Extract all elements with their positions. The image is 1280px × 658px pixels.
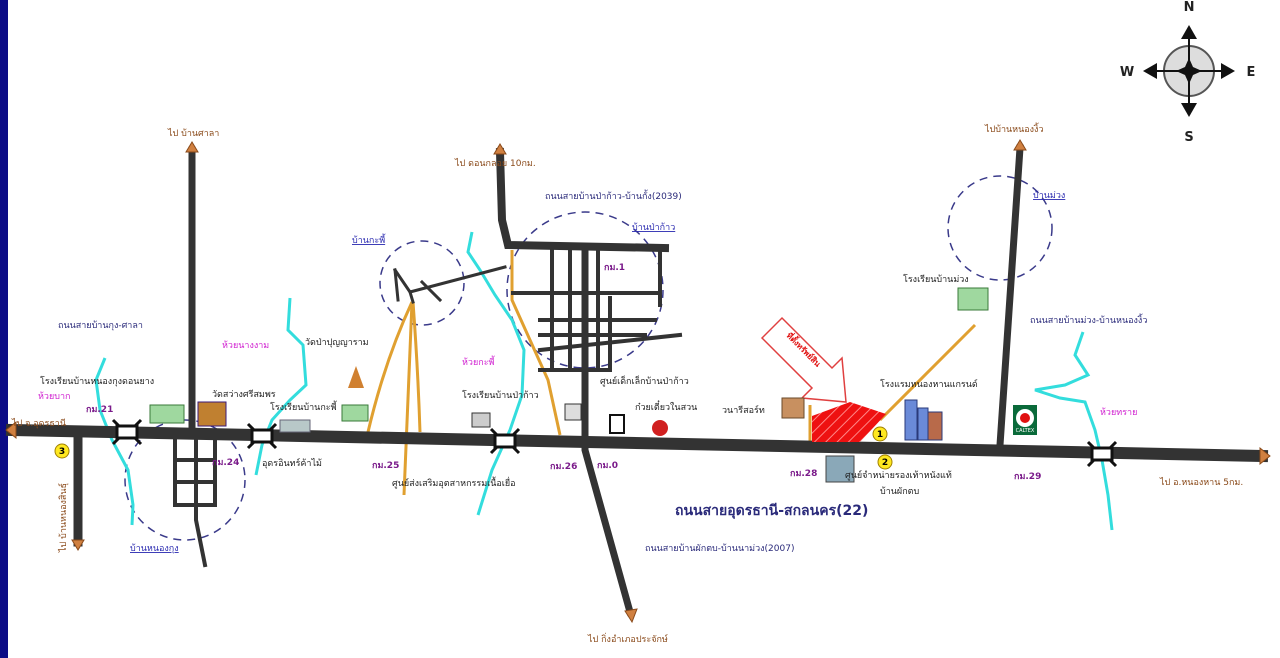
road-label-phaktop: ถนนสายบ้านผักตบ-บ้านนาม่วง(2007)	[645, 543, 794, 554]
label-noodle: ก๋วยเตี๋ยวในสวน	[635, 400, 697, 413]
village-grid-pakao	[511, 246, 683, 372]
km-marker: กม.29	[1014, 472, 1041, 482]
village-label-muang: บ้านม่วง	[1033, 190, 1065, 201]
arrow-north-sala	[185, 141, 199, 153]
km-marker: กม.1	[604, 263, 625, 273]
village-circle-pakao	[506, 211, 664, 369]
river-label-sai: ห้วยทราย	[1100, 407, 1137, 418]
road-main	[5, 423, 1269, 463]
label-school-muang: โรงเรียนบ้านม่วง	[903, 274, 969, 285]
property-parcel	[812, 402, 886, 442]
river-sai	[1034, 331, 1114, 531]
road-muang	[996, 144, 1024, 449]
village-circle-nongkung	[124, 419, 246, 541]
village-label-pakao: บ้านป่าก้าว	[632, 222, 675, 233]
dest-donkloi: ไป ดอนกลอย 10กม.	[454, 158, 536, 169]
river-kaphi	[466, 231, 526, 516]
arrow-west	[5, 420, 17, 440]
river-label-bak: ห้วยบาก	[38, 391, 70, 402]
arrow-south-3	[71, 539, 85, 551]
label-udon-wood: อุดรอินทร์ค้าไม้	[262, 457, 322, 469]
dest-nongngiw: ไปบ้านหนองงิ้ว	[984, 122, 1044, 135]
label-wat-sawang: วัดสว่างศรีสมพร	[212, 389, 276, 400]
minor-road-3	[402, 301, 414, 496]
km-marker: กม.24	[212, 458, 239, 468]
road-pakao-kang	[495, 147, 670, 253]
minor-road-4	[510, 250, 562, 436]
property-arrow: ที่ตั้งทรัพย์สิน	[760, 316, 847, 403]
village-circle-muang	[947, 175, 1053, 281]
village-label-nongkung: บ้านหนองกุง	[130, 543, 179, 554]
road-label-main: ถนนสายอุดรธานี-สกลนคร(22)	[675, 503, 868, 519]
svg-text:N: N	[1184, 0, 1195, 15]
svg-text:2: 2	[882, 458, 888, 468]
warehouse-icon	[279, 419, 311, 433]
label-leather-1: ศูนย์จำหน่ายรองเท้าหนังแท้	[845, 469, 952, 481]
road-label-pakao-kang: ถนนสายบ้านป่าก้าว-บ้านกั้ง(2039)	[545, 189, 682, 202]
leather-shop-icon	[825, 455, 855, 483]
km-marker: กม.25	[372, 461, 399, 471]
dest-nonghan: ไป อ.หนองหาน 5กม.	[1159, 477, 1243, 488]
minor-road-2	[411, 301, 422, 433]
river-label-nangngam: ห้วยนางงาม	[222, 340, 269, 351]
river-bak	[94, 357, 135, 526]
label-leather-2: บ้านผักตบ	[880, 486, 919, 497]
minor-road-5	[878, 323, 977, 422]
school-icon	[957, 287, 989, 311]
label-tissue-center: ศูนย์ส่งเสริมอุตสาหกรรมเนื้อเยื่อ	[392, 476, 516, 489]
school-icon	[564, 403, 582, 421]
village-grid-nongkung	[173, 435, 217, 568]
gas-station-icon	[609, 414, 625, 434]
km-marker: กม.0	[597, 461, 618, 471]
left-border	[0, 0, 8, 658]
compass-rose: N S E W	[1120, 0, 1256, 145]
caltex-logo: CALTEX	[1013, 405, 1037, 435]
svg-text:3: 3	[59, 447, 65, 457]
svg-text:1: 1	[877, 430, 883, 440]
village-label-kaphi: บ้านกะพี้	[352, 233, 386, 246]
label-school-pakao: โรงเรียนบ้านป่าก้าว	[462, 390, 539, 401]
road-label-muang: ถนนสายบ้านม่วง-บ้านหนองงิ้ว	[1030, 313, 1147, 326]
arrow-east	[1259, 446, 1271, 466]
arrow-north-nongngiw	[1013, 139, 1027, 151]
svg-text:E: E	[1247, 65, 1256, 80]
noodle-shop-icon	[652, 420, 668, 436]
label-hotel: โรงแรมหนองหานแกรนด์	[880, 378, 978, 390]
svg-text:CALTEX: CALTEX	[1016, 428, 1035, 434]
km-marker: กม.26	[550, 462, 577, 472]
label-resort: วนารีสอร์ท	[722, 404, 765, 416]
bridges	[111, 418, 1118, 468]
arrow-south-prachak	[624, 608, 638, 624]
numbered-points: 1 2 3	[54, 426, 893, 470]
river-label-kaphi: ห้วยกะพี้	[462, 355, 496, 368]
landmark-icons: CALTEX	[149, 287, 1037, 483]
km-marker: กม.21	[86, 405, 113, 415]
river-nangngam	[254, 297, 308, 476]
svg-text:S: S	[1184, 130, 1193, 145]
school-icon	[471, 412, 491, 428]
dest-prachak: ไป กิ่งอำเภอประจักษ์	[587, 632, 668, 645]
km-marker: กม.28	[790, 469, 817, 479]
village-circle-kaphi	[379, 240, 465, 326]
road-label-kung-sala: ถนนสายบ้านกุง-ศาลา	[58, 320, 143, 331]
dest-nongsin: ไป บ้านหนองสินธุ์	[57, 483, 69, 553]
arrow-north-donkloi	[493, 143, 507, 155]
buddha-icon	[348, 366, 364, 388]
hotel-icon	[904, 399, 943, 441]
minor-road-1	[366, 301, 414, 433]
dest-sala: ไป บ้านศาลา	[167, 128, 219, 139]
label-school-nongkung: โรงเรียนบ้านหนองกุงดอนยาง	[40, 376, 154, 387]
dest-udon: ไป จ.อุดรธานี	[11, 418, 66, 429]
label-child-center: ศูนย์เด็กเล็กบ้านป่าก้าว	[600, 374, 689, 387]
svg-text:W: W	[1120, 65, 1134, 80]
resort-icon	[781, 397, 805, 419]
school-icon	[149, 404, 185, 424]
school-icon	[341, 404, 369, 422]
label-wat-pa: วัดป่าปุญญาราม	[305, 338, 369, 348]
temple-icon	[197, 401, 227, 427]
village-grid-kaphi	[392, 265, 507, 304]
label-school-kaphi: โรงเรียนบ้านกะพี้	[270, 400, 338, 413]
